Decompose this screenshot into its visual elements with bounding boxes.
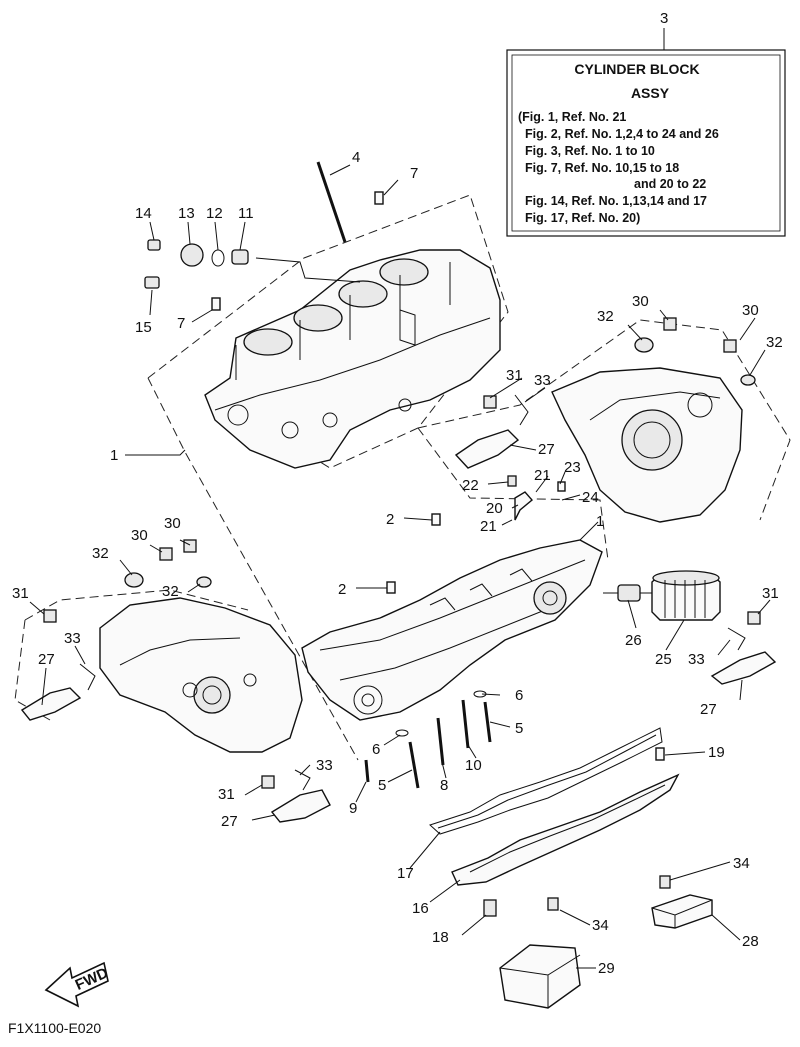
callout-5: 5 xyxy=(515,720,523,737)
bracket-27-a xyxy=(454,429,520,469)
block-29 xyxy=(499,944,581,1009)
assy-line-7: Fig. 17, Ref. No. 20) xyxy=(525,211,640,225)
callout-22: 22 xyxy=(462,477,479,494)
callout-23: 23 xyxy=(564,459,581,476)
callout-30: 30 xyxy=(742,302,759,319)
callout-34: 34 xyxy=(733,855,750,872)
callout-11: 11 xyxy=(238,205,254,222)
callout-27: 27 xyxy=(221,813,238,830)
assy-line-3: Fig. 3, Ref. No. 1 to 10 xyxy=(525,144,655,158)
callout-19: 19 xyxy=(708,744,725,761)
callout-2: 2 xyxy=(386,511,394,528)
lower-crankcase xyxy=(301,539,603,721)
callout-18: 18 xyxy=(432,929,449,946)
callout-13: 13 xyxy=(178,205,195,222)
callout-33: 33 xyxy=(64,630,81,647)
assy-line-4: Fig. 7, Ref. No. 10,15 to 18 xyxy=(525,161,679,175)
callout-32: 32 xyxy=(162,583,179,600)
callout-3: 3 xyxy=(660,10,668,27)
callout-27: 27 xyxy=(38,651,55,668)
callout-32: 32 xyxy=(92,545,109,562)
callout-29: 29 xyxy=(598,960,615,977)
callout-31: 31 xyxy=(506,367,523,384)
assy-line-2: Fig. 2, Ref. No. 1,2,4 to 24 and 26 xyxy=(525,127,719,141)
leader-lines xyxy=(29,164,771,969)
callout-33: 33 xyxy=(534,372,551,389)
callout-5: 5 xyxy=(378,777,386,794)
oil-filter xyxy=(651,570,721,621)
callout-20: 20 xyxy=(486,500,503,517)
callout-25: 25 xyxy=(655,651,672,668)
upper-cylinder-block xyxy=(204,249,501,469)
callout-33: 33 xyxy=(316,757,333,774)
callout-2: 2 xyxy=(338,581,346,598)
assy-title: CYLINDER BLOCK xyxy=(574,61,699,77)
callout-1: 1 xyxy=(596,513,604,530)
callout-8: 8 xyxy=(440,777,448,794)
callout-24: 24 xyxy=(582,489,599,506)
bracket-27-b xyxy=(20,687,82,721)
callout-12: 12 xyxy=(206,205,223,222)
callout-34: 34 xyxy=(592,917,609,934)
oil-pan-gasket xyxy=(429,727,663,835)
oil-filter-fitting xyxy=(617,584,652,602)
callout-1: 1 xyxy=(110,447,118,464)
hardware xyxy=(43,161,761,917)
callout-21: 21 xyxy=(534,467,551,484)
drawing-code: F1X1100-E020 xyxy=(8,1020,101,1036)
callout-4: 4 xyxy=(352,149,360,166)
callout-labels: 4 7 7 14 13 12 11 15 1 1 2 2 32 30 30 32… xyxy=(12,149,783,977)
callout-15: 15 xyxy=(135,319,152,336)
fwd-label: FWD xyxy=(73,964,111,993)
assembly-outlines xyxy=(14,194,791,761)
assembly-reference-box: 3 CYLINDER BLOCK ASSY (Fig. 1, Ref. No. … xyxy=(506,10,786,237)
callout-26: 26 xyxy=(625,632,642,649)
callout-7: 7 xyxy=(410,165,418,182)
callout-32: 32 xyxy=(597,308,614,325)
callout-31: 31 xyxy=(218,786,235,803)
callout-6: 6 xyxy=(372,741,380,758)
left-side-cover xyxy=(99,597,303,753)
callout-6: 6 xyxy=(515,687,523,704)
callout-14: 14 xyxy=(135,205,152,222)
right-side-cover xyxy=(551,367,743,523)
callout-31: 31 xyxy=(762,585,779,602)
callout-30: 30 xyxy=(632,293,649,310)
callout-17: 17 xyxy=(397,865,414,882)
callout-7: 7 xyxy=(177,315,185,332)
callout-27: 27 xyxy=(538,441,555,458)
callout-27: 27 xyxy=(700,701,717,718)
callout-9: 9 xyxy=(349,800,357,817)
callout-28: 28 xyxy=(742,933,759,950)
callout-31: 31 xyxy=(12,585,29,602)
assy-subtitle: ASSY xyxy=(631,85,670,101)
callout-30: 30 xyxy=(131,527,148,544)
callout-32: 32 xyxy=(766,334,783,351)
bracket-28 xyxy=(651,894,713,929)
oil-pan xyxy=(451,773,680,886)
assy-line-6: Fig. 14, Ref. No. 1,13,14 and 17 xyxy=(525,194,707,208)
callout-21: 21 xyxy=(480,518,497,535)
bracket-27-d xyxy=(710,651,777,685)
fwd-arrow-icon: FWD xyxy=(44,961,111,1008)
callout-16: 16 xyxy=(412,900,429,917)
callout-33: 33 xyxy=(688,651,705,668)
callout-30: 30 xyxy=(164,515,181,532)
assy-line-5: and 20 to 22 xyxy=(634,177,706,191)
assy-line-1: (Fig. 1, Ref. No. 21 xyxy=(518,110,626,124)
bracket-27-c xyxy=(270,789,331,823)
callout-10: 10 xyxy=(465,757,482,774)
